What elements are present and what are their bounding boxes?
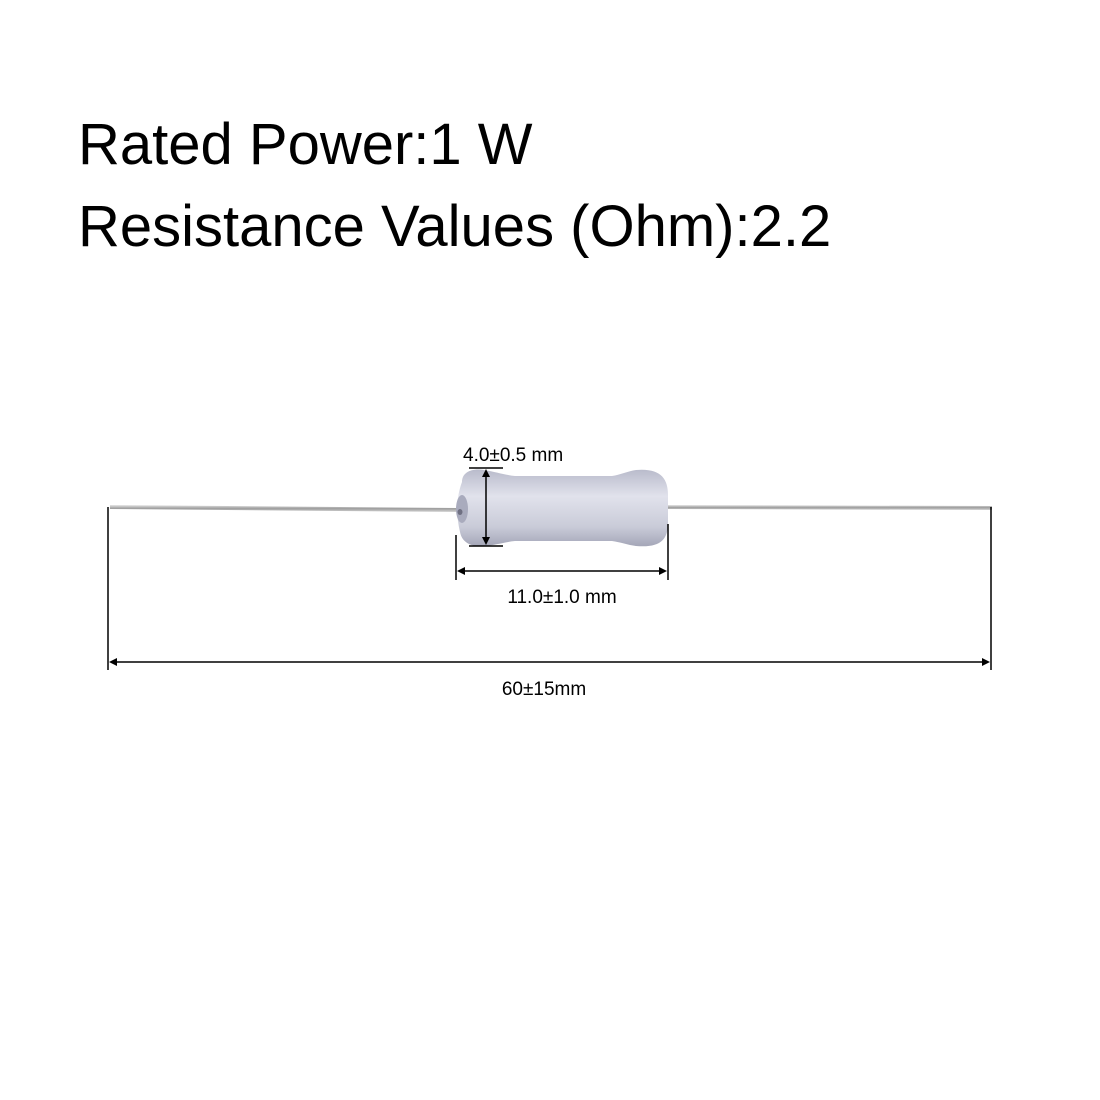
resistor-lead-hole [457, 509, 463, 515]
total-length-arrow-left [109, 658, 117, 666]
resistor-leads [110, 505, 992, 512]
diameter-arrow-top [482, 469, 490, 477]
diameter-label: 4.0±0.5 mm [463, 445, 563, 466]
body-length-dimension [455, 524, 669, 580]
total-length-dimension [107, 507, 992, 670]
right-lead [664, 505, 992, 510]
diameter-dimension [469, 467, 503, 547]
left-lead [110, 505, 458, 512]
resistance-value-title: Resistance Values (Ohm):2.2 [78, 194, 832, 259]
body-length-label: 11.0±1.0 mm [507, 587, 616, 608]
diameter-arrow-bottom [482, 537, 490, 545]
rated-power-title: Rated Power:1 W [78, 112, 533, 177]
resistor-body [456, 469, 668, 547]
body-length-arrow-right [659, 567, 667, 575]
body-length-arrow-left [457, 567, 465, 575]
total-length-label: 60±15mm [502, 679, 586, 700]
resistor-body-shape [457, 469, 668, 547]
total-length-arrow-right [982, 658, 990, 666]
resistor-end-cap [456, 495, 468, 523]
